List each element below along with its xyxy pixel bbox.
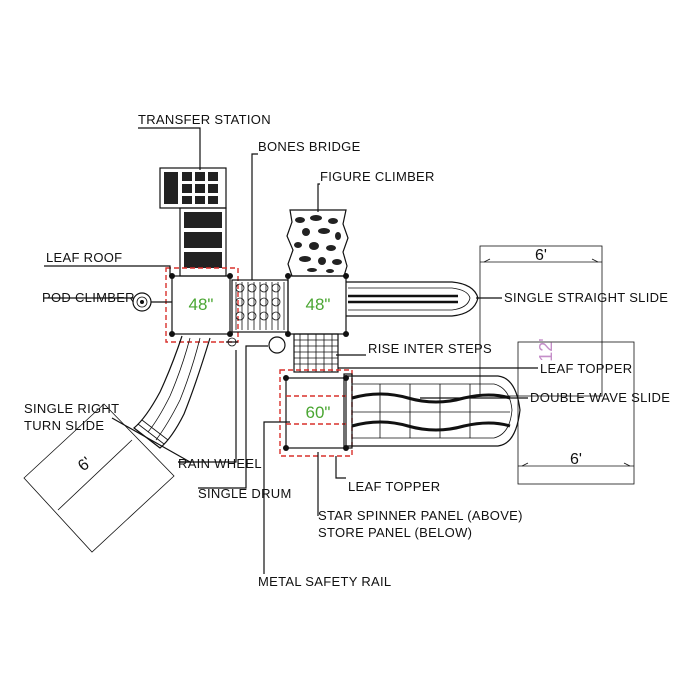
figure-climber (286, 209, 349, 277)
label-leaf-topper-right: LEAF TOPPER (540, 361, 632, 376)
top-right-width: 6' (535, 247, 547, 264)
single-right-turn-slide (133, 335, 238, 449)
double-wave-slide (343, 373, 521, 449)
bones-bridge (231, 279, 289, 333)
label-rain-wheel: RAIN WHEEL (178, 456, 262, 471)
left-deck: 48" (165, 267, 239, 343)
bottom-right-clearance: 6' (517, 341, 635, 485)
label-metal-safety-rail: METAL SAFETY RAIL (258, 574, 391, 589)
lower-deck: 60" (279, 369, 353, 457)
pod-climber (132, 292, 172, 312)
labels: TRANSFER STATION BONES BRIDGE FIGURE CLI… (24, 112, 670, 589)
label-single-right-turn-slide-line2: TURN SLIDE (24, 418, 104, 433)
label-star-spinner-panel: STAR SPINNER PANEL (ABOVE) (318, 508, 523, 523)
label-rise-inter-steps: RISE INTER STEPS (368, 341, 492, 356)
left-deck-height: 48" (189, 295, 214, 314)
top-right-clearance: 6' 12' (479, 245, 603, 397)
left-slide-width: 6' (75, 454, 95, 475)
vertical-clearance: 12' (536, 338, 556, 361)
bottom-right-width: 6' (570, 451, 582, 468)
label-store-panel: STORE PANEL (BELOW) (318, 525, 472, 540)
rise-inter-steps (293, 333, 339, 373)
leader-lines (44, 127, 538, 574)
label-single-straight-slide: SINGLE STRAIGHT SLIDE (504, 290, 668, 305)
label-figure-climber: FIGURE CLIMBER (320, 169, 435, 184)
right-deck: 48" (285, 273, 349, 337)
right-deck-height: 48" (306, 295, 331, 314)
single-straight-slide (346, 281, 479, 317)
label-double-wave-slide: DOUBLE WAVE SLIDE (530, 390, 670, 405)
label-pod-climber: POD CLIMBER (42, 290, 135, 305)
label-leaf-roof: LEAF ROOF (46, 250, 122, 265)
label-single-right-turn-slide-line1: SINGLE RIGHT (24, 401, 119, 416)
label-single-drum: SINGLE DRUM (198, 486, 292, 501)
label-transfer-station: TRANSFER STATION (138, 112, 271, 127)
lower-deck-height: 60" (306, 403, 331, 422)
single-drum (268, 336, 286, 354)
label-leaf-topper-bottom: LEAF TOPPER (348, 479, 440, 494)
label-bones-bridge: BONES BRIDGE (258, 139, 361, 154)
transfer-station (159, 167, 227, 277)
